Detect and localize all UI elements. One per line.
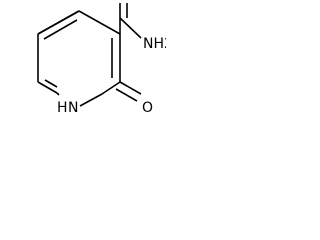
bond-c2-o — [119, 81, 142, 95]
carbonyl-oxygen-label: O — [142, 100, 153, 116]
bond-c3-c4-inner — [43, 19, 78, 40]
ring-nitrogen-h-label: H — [57, 100, 68, 116]
bond-c6-n1 — [56, 92, 60, 96]
structure-diagram: NH2 N H O — [37, 3, 166, 116]
bond-c2-o-double — [115, 88, 138, 102]
nh2-label: NH2 — [143, 36, 166, 52]
bond-c3-c3b — [78, 10, 121, 35]
bond-ring-left-upper — [37, 10, 80, 35]
bond-c5-c6-inner — [44, 79, 58, 88]
bond-n1-c2 — [79, 93, 103, 107]
bond-c2-c2b — [101, 81, 121, 95]
bond-c5-c6 — [37, 81, 58, 94]
ring-nitrogen-label: N — [68, 100, 78, 116]
bond-camide-n — [119, 17, 142, 39]
